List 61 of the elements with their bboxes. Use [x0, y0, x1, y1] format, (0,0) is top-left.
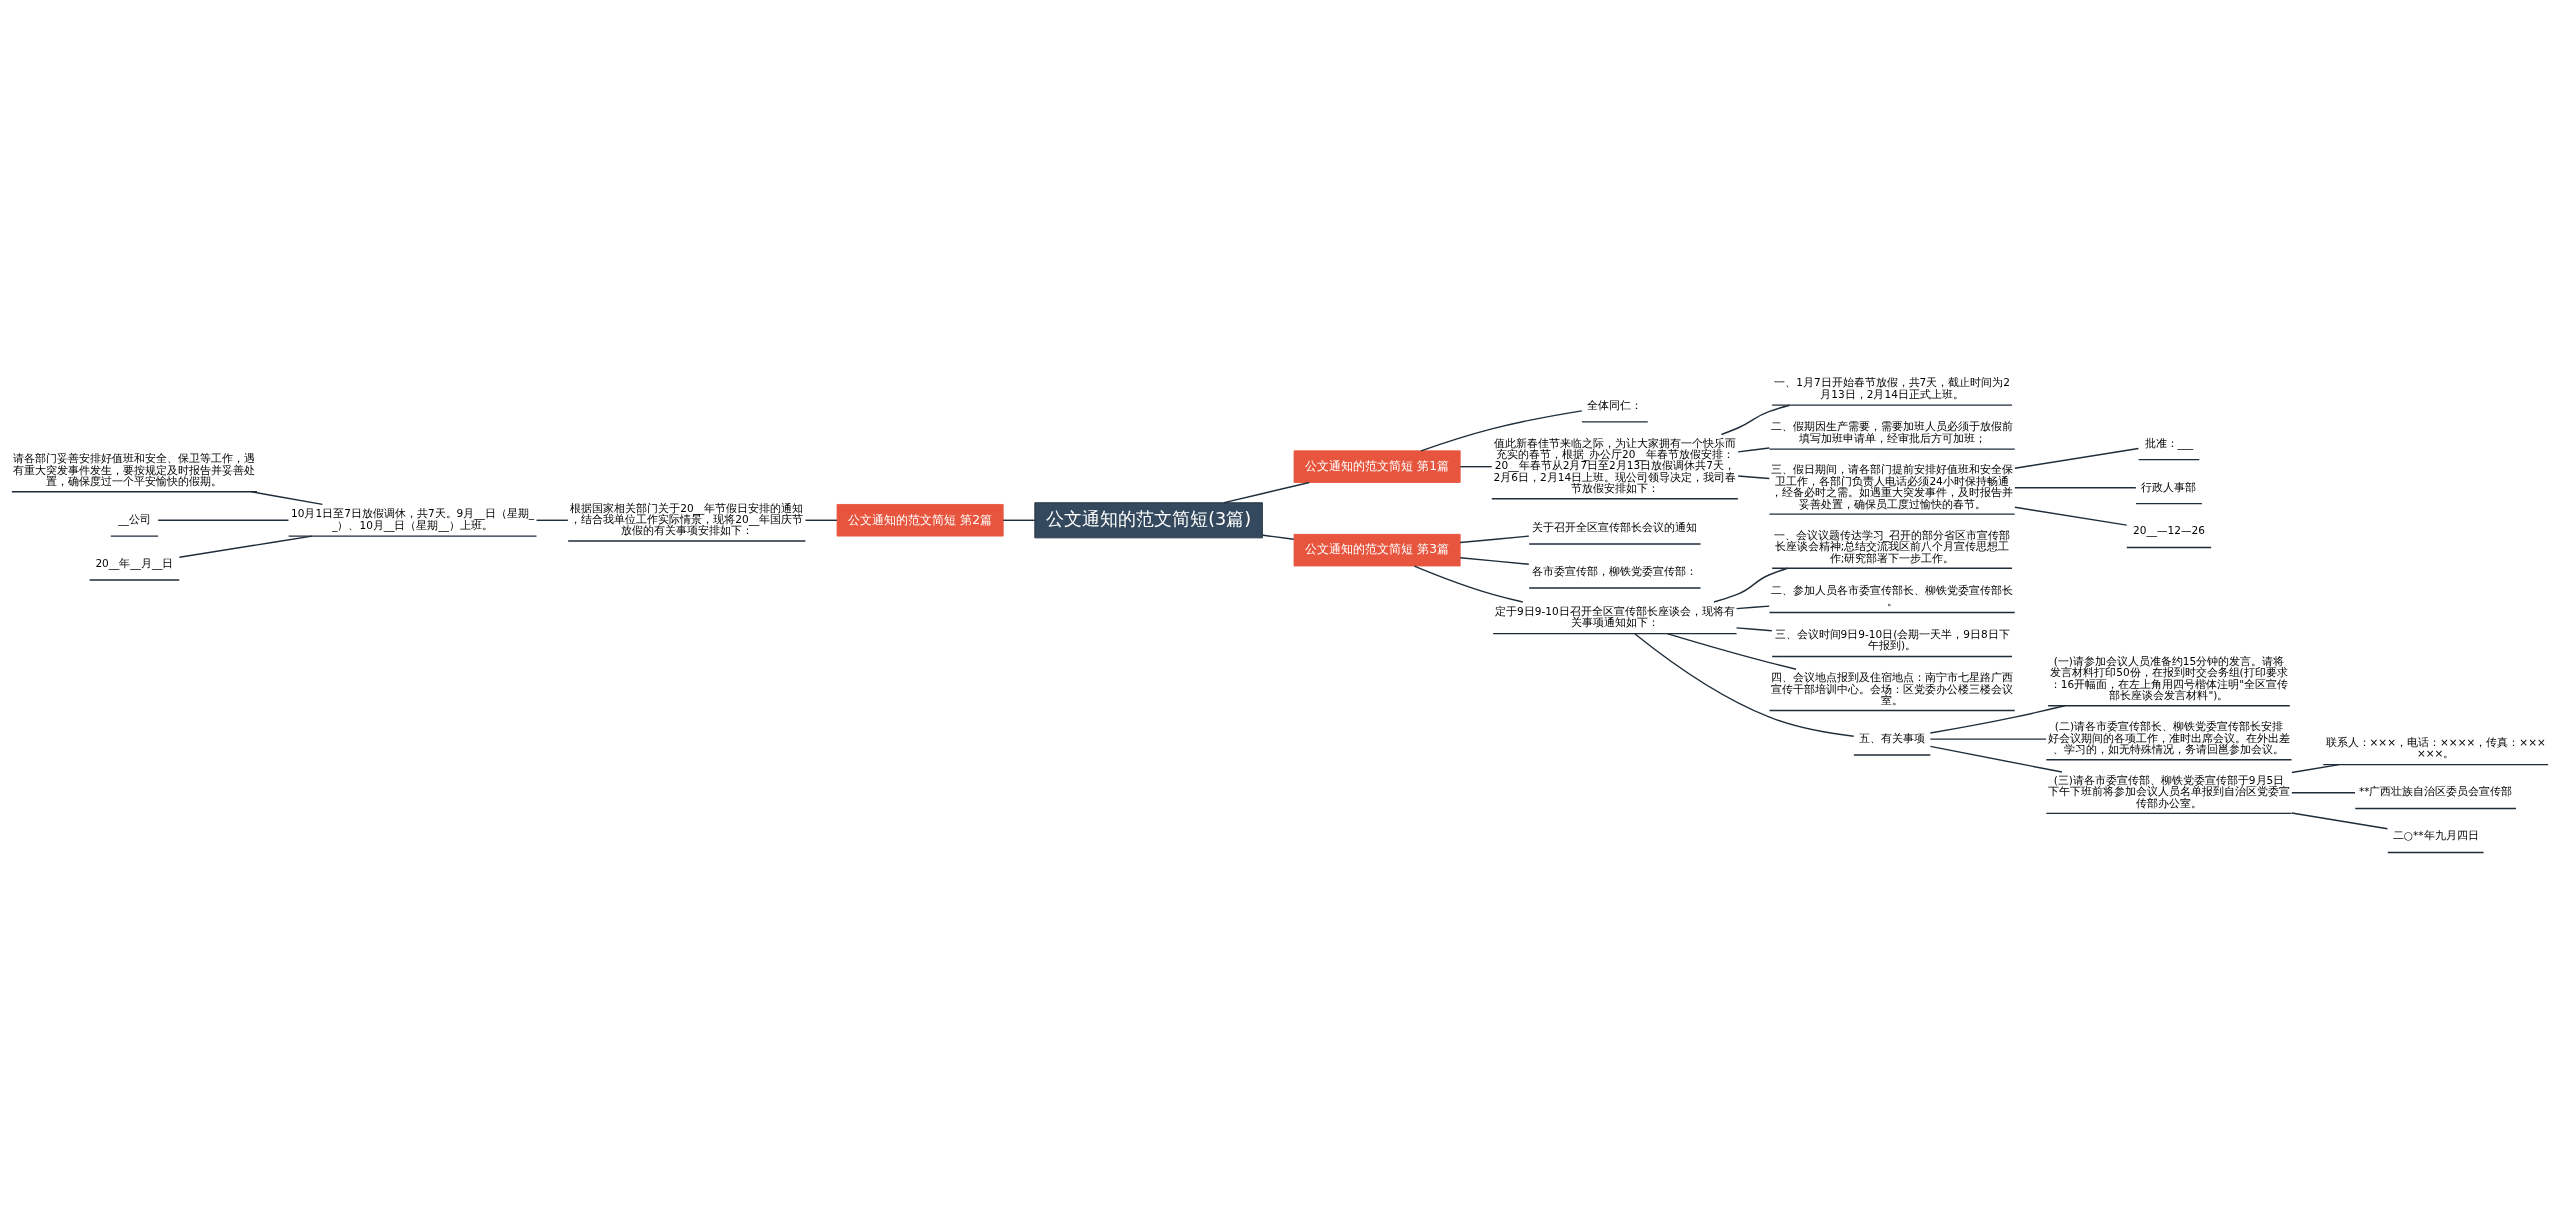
connector	[1459, 557, 1530, 565]
connector	[804, 519, 838, 521]
node-text: __公司	[118, 513, 151, 526]
connector	[1735, 627, 1773, 632]
node-box: 公文通知的范文简短 第2篇	[836, 504, 1004, 537]
connector	[1634, 633, 1855, 737]
connector	[250, 491, 324, 506]
node-text: 五、有关事项	[1859, 731, 1926, 744]
node-text: 根据国家相关部门关于20__年节假日安排的通知，结合我单位工作实际情景，现将20__年国庆节放假的有关事项安排如下：	[570, 501, 804, 537]
connector	[1929, 745, 2063, 773]
node-text: **广西壮族自治区委员会宣传部	[2358, 785, 2513, 798]
connector	[1713, 567, 1789, 603]
node-text: 行政人事部	[2141, 480, 2197, 493]
node-text: 一、1月7日开始春节放假，共7天，截止时间为2月13日，2月14日正式上班。	[1774, 376, 2011, 400]
connector	[1737, 475, 1771, 480]
connector	[2291, 763, 2340, 774]
node-text: 二○**年九月四日	[2392, 829, 2479, 842]
connector	[1929, 705, 2066, 734]
node-text: 批准：___	[2144, 436, 2194, 449]
node-text: 三、会议时间9日9-10日(会期一天半，9日8日下午报到)。	[1774, 627, 2010, 652]
connector	[1666, 633, 1797, 670]
connector	[1223, 481, 1310, 504]
connector	[2291, 812, 2389, 830]
connector	[1737, 447, 1771, 453]
connector	[1459, 535, 1530, 544]
connector	[157, 519, 290, 521]
node-text: 值此新春佳节来临之际，为让大家拥有一个快乐而充实的春节，根据_办公厅20__年春节放假安排：20__年春节从2月7日至2月13日放假调休共7天，2月6日，2月14日上班。现公司领导决定，我司春节放假安排如下：	[1493, 436, 1737, 495]
connector	[1459, 465, 1493, 468]
node-text: (二)请各市委宣传部长、柳铁党委宣传部长安排好会议期间的各项工作，准时出席会议。在外出差、学习的，如无特殊情况，务请回邕参加会议。	[2047, 720, 2290, 756]
connector	[1420, 410, 1583, 452]
node-text: 各市委宣传部，柳铁党委宣传部：	[1532, 564, 1698, 577]
node-text: 20__年__月__日	[95, 556, 174, 569]
node-text: 联系人：×××，电话：××××，传真：××××××。	[2325, 735, 2546, 760]
node-text: 二、参加人员各市委宣传部长、柳铁党委宣传部长。	[1771, 583, 2014, 608]
connector	[1929, 738, 2047, 740]
node-box: 公文通知的范文简短(3篇)	[1034, 502, 1263, 539]
connector	[1720, 404, 1791, 436]
node-text: 定于9日9-10日召开全区宣传部长座谈会，现将有关事项通知如下：	[1495, 604, 1735, 629]
connector	[535, 519, 569, 521]
node-box: 公文通知的范文简短 第1篇	[1293, 450, 1461, 483]
connector	[1735, 605, 1770, 610]
node-text: 请各部门妥善安排好值班和安全、保卫等工作，遇有重大突发事件发生，要按规定及时报告并妥善处置，确保度过一个平安愉快的假期。	[13, 452, 256, 488]
connector	[178, 535, 313, 558]
node-text: 关于召开全区宣传部长会议的通知	[1532, 520, 1698, 533]
node-text: 20__—12—26	[2133, 524, 2205, 537]
node-text: (一)请参加会议人员准备约15分钟的发言。请将发言材料打印50份，在报到时交会务组(打印要求：16开幅面，在左上角用四号楷体注明"全区宣传部长座谈会发言材料")。	[2049, 654, 2289, 702]
node-text: 全体同仁：	[1587, 398, 1643, 411]
connector	[1261, 534, 1295, 540]
node-text: 一、会议议题传达学习_召开的部分省区市宣传部长座谈会精神;总结交流我区前八个月宣传思想工作;研究部署下一步工作。	[1773, 528, 2011, 564]
connector	[2014, 506, 2128, 526]
connector	[2014, 447, 2140, 469]
connector	[1002, 519, 1036, 521]
node-text: 三、假日期间，请各部门提前安排好值班和安全保卫工作，各部门负责人电话必须24小时保持畅通，经备必时之需。如遇重大突发事件，及时报告并妥善处置，确保员工度过愉快的春节。	[1771, 463, 2014, 510]
node-box: 公文通知的范文简短 第3篇	[1293, 533, 1461, 567]
node-text: (三)请各市委宣传部、柳铁党委宣传部于9月5日下午下班前将参加会议人员名单报到自治区党委宣传部办公室。	[2047, 774, 2290, 809]
node-text: 四、会议地点报到及住宿地点：南宁市七星路广西宣传干部培训中心。会场：区党委办公楼三楼会议室。	[1771, 671, 2014, 707]
connector	[2014, 487, 2137, 489]
node-text: 10月1日至7日放假调休，共7天。9月__日（星期__）、10月__日（星期__）上班。	[291, 507, 535, 531]
connector	[1413, 565, 1524, 603]
connector	[2291, 792, 2356, 794]
node-text: 二、假期因生产需要，需要加班人员必须于放假前填写加班申请单，经审批后方可加班；	[1771, 420, 2014, 444]
